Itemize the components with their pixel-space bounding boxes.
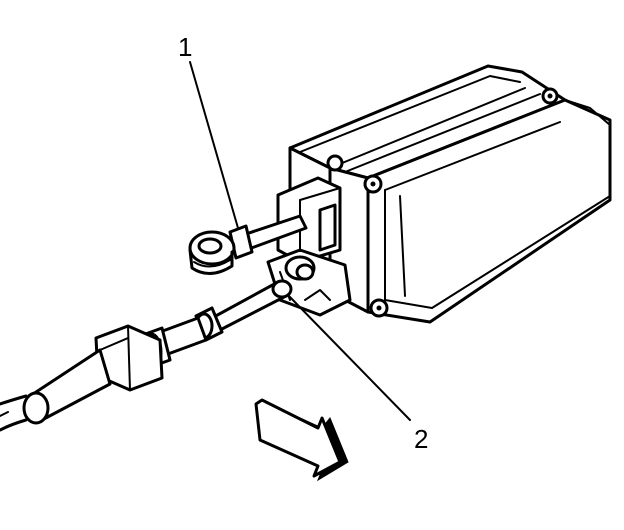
leader-lines: [189, 61, 411, 421]
plunger-rod: [188, 214, 308, 275]
leader-line-1: [189, 61, 239, 229]
callout-label-1: 1: [178, 32, 192, 62]
cable-assembly: [0, 279, 293, 432]
plunger-bracket: [266, 176, 352, 317]
actuator-housing: [288, 64, 612, 324]
cable-stud: [284, 255, 331, 301]
direction-arrow-icon: [254, 398, 349, 482]
leader-line-2: [287, 294, 411, 421]
callout-label-2: 2: [414, 424, 428, 454]
